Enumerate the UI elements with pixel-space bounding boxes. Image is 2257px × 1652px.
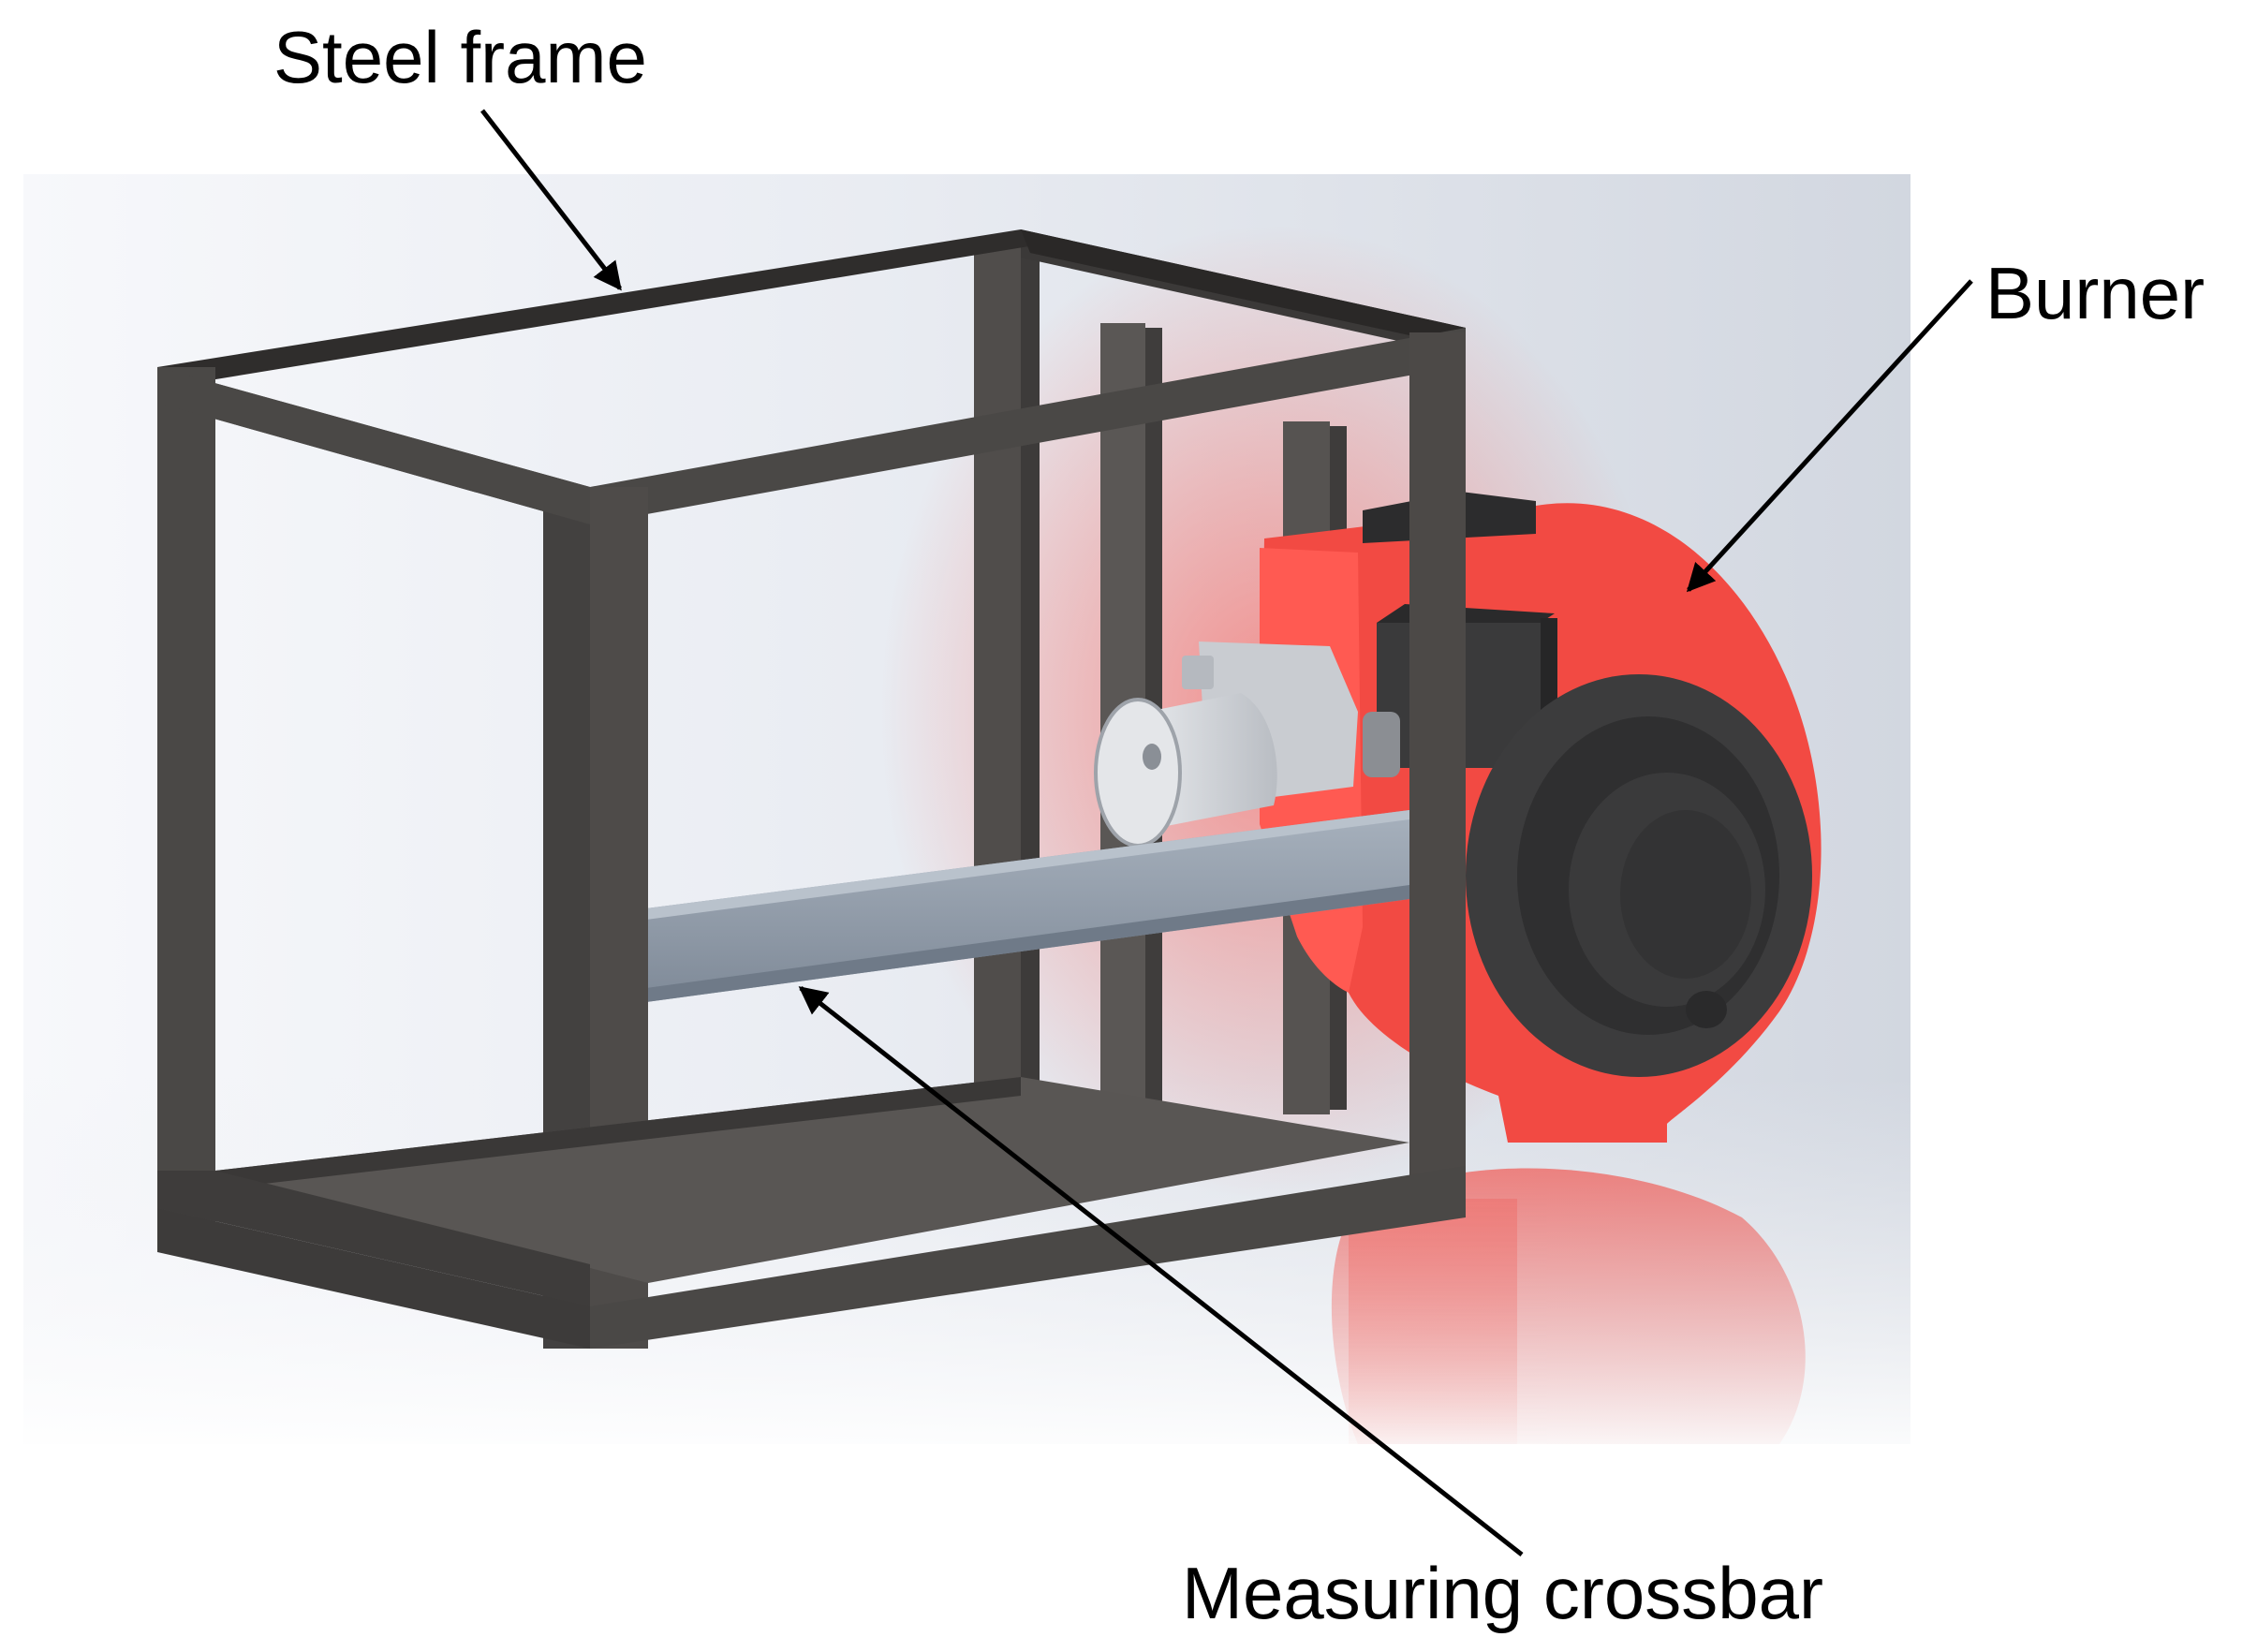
measuring-crossbar: [646, 810, 1409, 1002]
steel-frame-arrow: [480, 109, 622, 291]
burner-nozzle: [1094, 642, 1400, 848]
burner-arrow: [1686, 279, 1973, 593]
callout-arrows: [480, 109, 1973, 1556]
burner-reflection: [1331, 1168, 1806, 1444]
steel-frame-front: [157, 229, 1466, 1349]
steel-frame-label: Steel frame: [273, 16, 647, 98]
crossbar-arrow: [798, 986, 1524, 1556]
measuring-crossbar-label: Measuring crossbar: [1182, 1552, 1823, 1634]
burner-label: Burner: [1985, 252, 2205, 334]
